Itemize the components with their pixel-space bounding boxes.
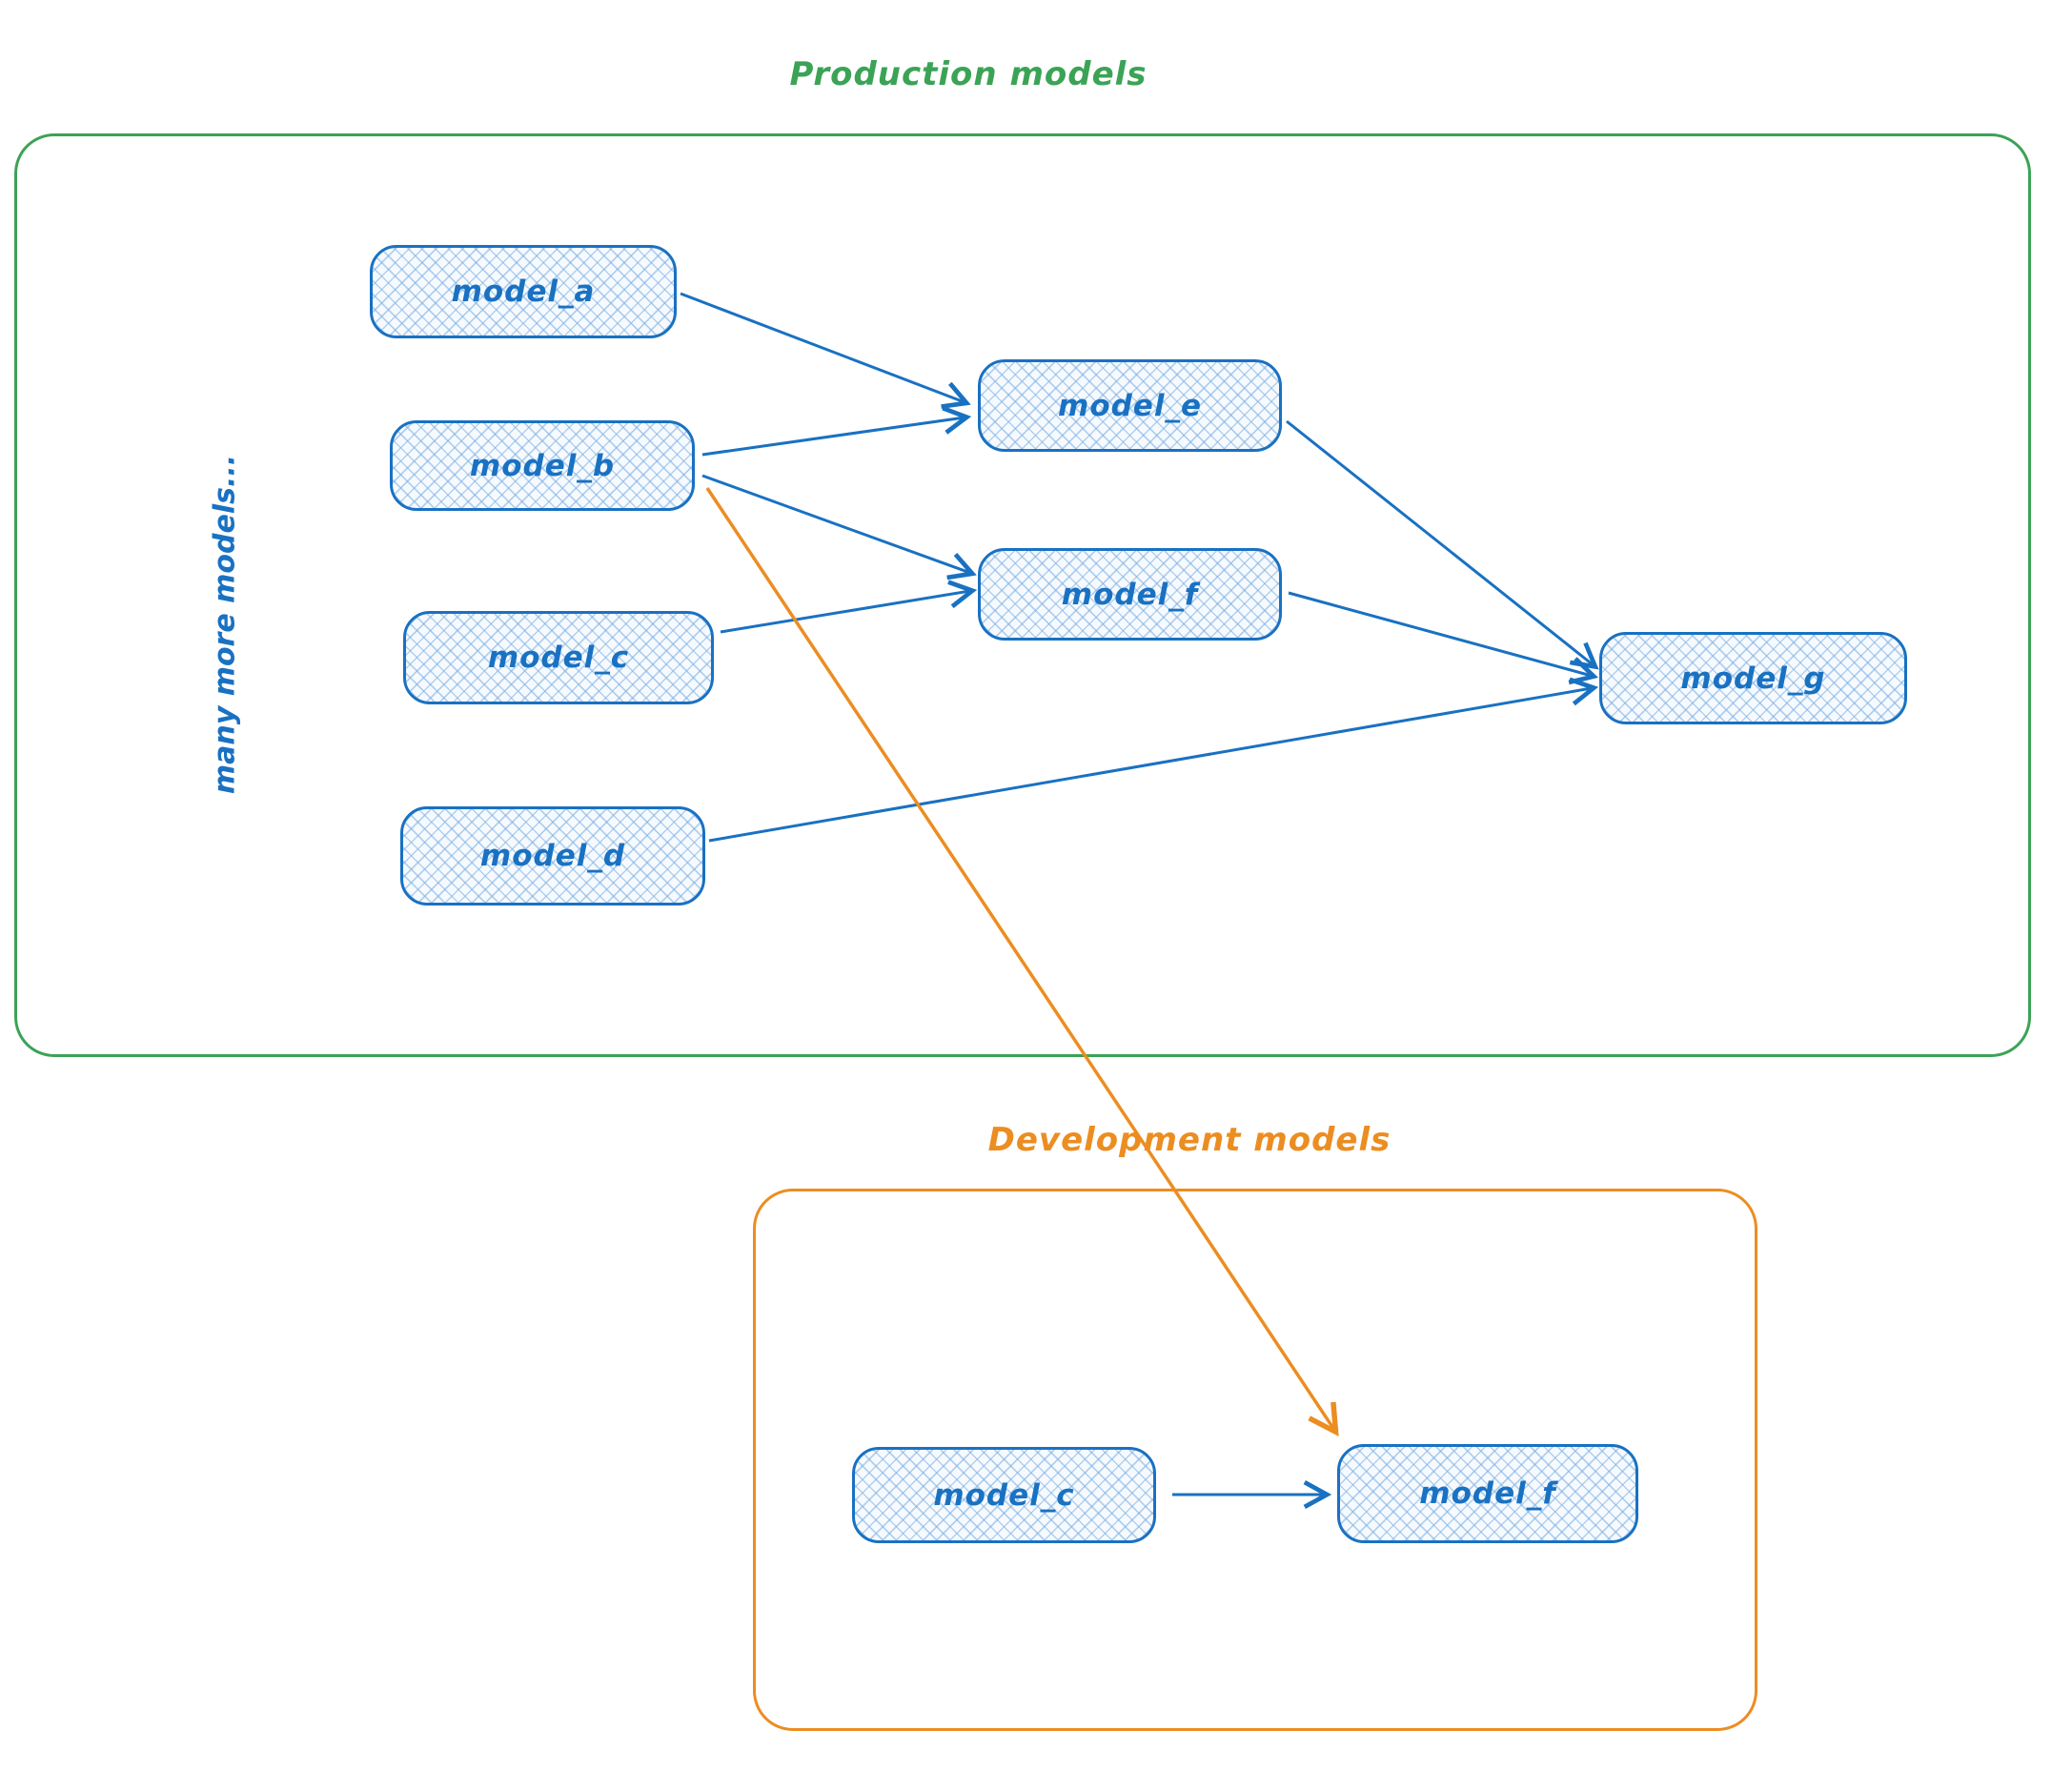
node-dev-model-f-label: model_f (1419, 1476, 1556, 1511)
node-model-c: model_c (403, 611, 714, 704)
node-model-d-label: model_d (479, 839, 626, 873)
node-dev-model-c: model_c (852, 1447, 1156, 1543)
node-dev-model-c-label: model_c (933, 1477, 1075, 1513)
node-model-g: model_g (1599, 632, 1907, 724)
node-model-b: model_b (390, 420, 695, 511)
development-models-title: Development models (987, 1121, 1391, 1159)
node-model-e-label: model_e (1058, 388, 1202, 423)
node-model-b-label: model_b (469, 448, 616, 483)
node-model-d: model_d (400, 806, 705, 906)
node-model-f-label: model_f (1061, 577, 1199, 612)
node-model-a: model_a (370, 245, 677, 338)
node-model-f: model_f (978, 548, 1282, 641)
node-model-a-label: model_a (451, 275, 596, 309)
node-model-e: model_e (978, 359, 1282, 452)
node-model-c-label: model_c (487, 641, 630, 675)
production-models-title: Production models (789, 55, 1148, 93)
node-dev-model-f: model_f (1337, 1444, 1638, 1543)
node-model-g-label: model_g (1680, 661, 1826, 696)
